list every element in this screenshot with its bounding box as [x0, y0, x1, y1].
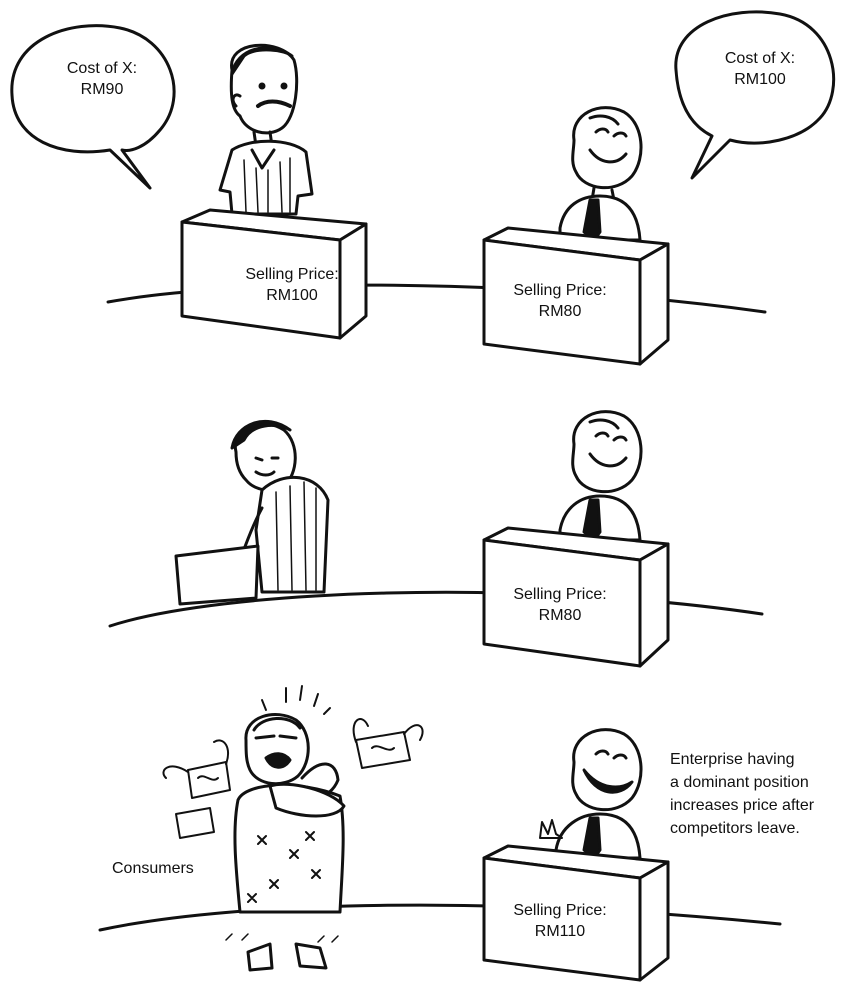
- caption-line1: Enterprise having: [670, 751, 795, 768]
- panel2-right-stall-price-line2: RM80: [538, 607, 582, 624]
- left-stall-price-label: Selling Price: RM100: [232, 264, 352, 306]
- right-seller-figure: [558, 106, 643, 242]
- panel2-right-stall-price-line1: Selling Price:: [513, 586, 607, 603]
- panel1-right-stall-price-label: Selling Price: RM80: [498, 280, 622, 322]
- ground-line: [98, 903, 782, 932]
- speech-bubble-left: [10, 24, 176, 190]
- panel3-right-stall-price-line2: RM110: [534, 923, 586, 940]
- right-stall-box: [482, 526, 670, 668]
- caption-line3: increases price after: [670, 797, 815, 814]
- caption-line2: a dominant position: [670, 774, 809, 791]
- flying-money-icon: [162, 718, 424, 839]
- panel3-right-stall-price-label: Selling Price: RM110: [498, 900, 622, 942]
- bubble-left-line1: Cost of X:: [66, 60, 138, 77]
- left-stall-box: [180, 208, 368, 340]
- right-seller-figure: [558, 410, 643, 542]
- consumer-figure: [225, 685, 346, 972]
- panel3-right-stall-price-line1: Selling Price:: [513, 902, 607, 919]
- speech-bubble-right: [674, 10, 835, 180]
- panel-2: [108, 410, 764, 668]
- dominant-position-caption: Enterprise having a dominant position in…: [670, 748, 814, 840]
- bubble-right-line2: RM100: [734, 71, 786, 88]
- panel-1: [10, 10, 835, 366]
- bubble-right-text: Cost of X: RM100: [718, 48, 802, 90]
- bubble-left-line2: RM90: [80, 81, 124, 98]
- departing-seller-figure: [174, 419, 330, 606]
- bubble-left-text: Cost of X: RM90: [60, 58, 144, 100]
- caption-line4: competitors leave.: [670, 820, 800, 837]
- left-stall-price-line1: Selling Price:: [245, 266, 339, 283]
- left-seller-figure: [218, 43, 314, 216]
- panel1-right-stall-price-line1: Selling Price:: [513, 282, 607, 299]
- consumers-label: Consumers: [112, 860, 194, 877]
- panel-3: [98, 685, 782, 982]
- panel1-right-stall-price-line2: RM80: [538, 303, 582, 320]
- right-stall-box: [482, 226, 670, 366]
- panel2-right-stall-price-label: Selling Price: RM80: [498, 584, 622, 626]
- left-stall-price-line2: RM100: [266, 287, 318, 304]
- right-stall-box: [482, 844, 670, 982]
- bubble-right-line1: Cost of X:: [724, 50, 796, 67]
- dominant-seller-figure: [539, 728, 643, 860]
